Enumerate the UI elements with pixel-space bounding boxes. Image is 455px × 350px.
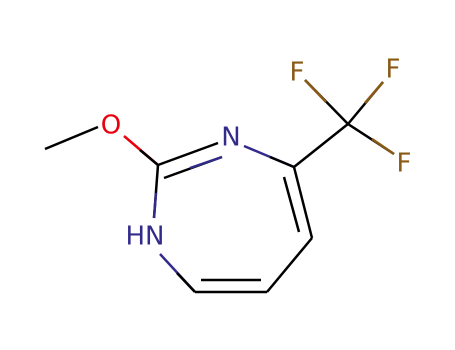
bond-cf3-f-right-colored [364, 81, 384, 104]
atom-fluorine-right: F [386, 55, 401, 85]
atom-fluorine-left: F [290, 58, 305, 88]
bond-c5-c4 [292, 166, 314, 239]
atom-amine-nitrogen: HN [126, 222, 165, 252]
atom-fluorine-lower: F [397, 149, 412, 179]
bond-cf3-f-left-colored [304, 79, 327, 103]
bond-c5-c4-second [282, 176, 301, 233]
bond-oxygen-c2-black [139, 149, 159, 166]
bond-c2-ring-n-blue [189, 155, 223, 170]
bond-c6-c5 [266, 237, 313, 293]
bond-methyl-oxygen [44, 125, 99, 151]
bond-c4-cf3 [293, 123, 349, 168]
bond-ring-n-c4-black [269, 155, 295, 169]
bond-cf3-f-lower-colored [371, 137, 395, 156]
bond-c2-ring-n [157, 141, 219, 167]
atom-ring-nitrogen: N [221, 123, 240, 153]
bond-c2-amine-n-blue [152, 192, 158, 219]
atom-oxygen: O [101, 111, 121, 141]
bond-amine-n-c7-black [176, 272, 196, 293]
